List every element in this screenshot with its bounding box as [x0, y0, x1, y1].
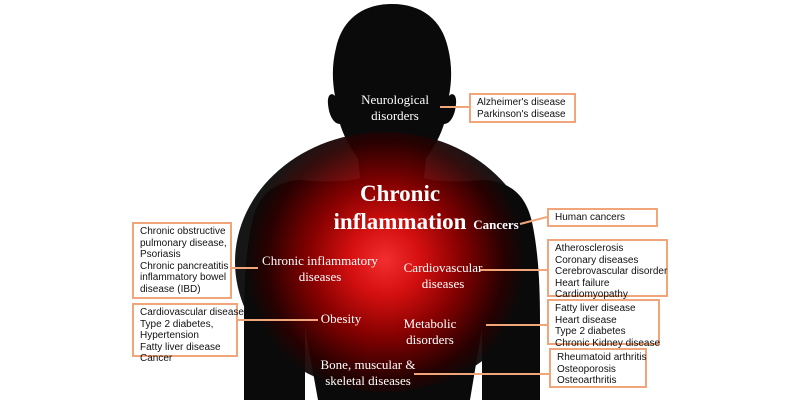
box-item: Chronic pancreatitis [140, 260, 229, 272]
box-item: Osteoporosis [557, 363, 616, 375]
label-metabolic-line2: disorders [406, 332, 454, 347]
label-chronic-inflammatory-line2: diseases [298, 269, 342, 284]
box-item: Heart disease [555, 314, 617, 326]
label-cancers-line1: Cancers [473, 217, 519, 232]
box-item: Hypertension [140, 330, 199, 341]
box-item: Atherosclerosis [555, 243, 624, 254]
box-item: Heart failure [555, 277, 610, 289]
label-bone-line1: Bone, muscular & [320, 357, 416, 372]
label-chronic-inflammatory: Chronic inflammatory diseases [258, 253, 382, 285]
box-metabolic: Fatty liver disease Heart disease Type 2… [547, 299, 660, 349]
connector-lines [232, 106, 549, 375]
box-item: Coronary diseases [555, 254, 639, 266]
box-item: Psoriasis [140, 249, 181, 260]
label-neurological: Neurological disorders [345, 92, 445, 124]
label-obesity: Obesity [316, 311, 366, 327]
box-item: Type 2 diabetes, [140, 318, 214, 330]
box-item: Chronic obstructive [140, 226, 226, 237]
label-metabolic: Metabolic disorders [396, 316, 464, 348]
box-item: Fatty liver disease [140, 341, 221, 353]
box-item: Alzheimer's disease [477, 97, 566, 108]
center-title: Chronic inflammation [300, 180, 500, 236]
box-chronic-inflammatory: Chronic obstructive pulmonary disease, P… [132, 222, 232, 299]
center-title-line2: inflammation [333, 209, 467, 234]
box-item: Human cancers [555, 212, 626, 223]
connector-cancers [519, 216, 548, 225]
box-item: pulmonary disease, [140, 237, 227, 249]
box-bone: Rheumatoid arthritis Osteoporosis Osteoa… [549, 348, 647, 388]
box-item: Cardiomyopathy [555, 289, 628, 300]
box-item: Fatty liver disease [555, 303, 636, 314]
box-cancers: Human cancers [547, 208, 658, 227]
box-cardiovascular: Atherosclerosis Coronary diseases Cerebr… [547, 239, 668, 300]
box-obesity: Cardiovascular disease Type 2 diabetes, … [132, 303, 244, 364]
box-item: disease (IBD) [140, 283, 201, 295]
label-metabolic-line1: Metabolic [403, 316, 457, 331]
box-neurological: Alzheimer's disease Parkinson's disease [469, 93, 576, 123]
label-obesity-line1: Obesity [320, 311, 362, 326]
box-item: inflammatory bowel [140, 272, 227, 283]
box-item: Type 2 diabetes [555, 326, 626, 337]
label-bone: Bone, muscular & skeletal diseases [318, 357, 418, 389]
center-title-line1: Chronic [359, 181, 441, 206]
box-item: Cardiovascular disease [140, 307, 244, 318]
label-neurological-line2: disorders [371, 108, 419, 123]
label-cardiovascular-line1: Cardiovascular [403, 260, 483, 275]
box-item: Parkinson's disease [477, 108, 566, 120]
inflammation-glow [235, 132, 535, 392]
label-chronic-inflammatory-line1: Chronic inflammatory [262, 253, 378, 268]
label-cardiovascular-line2: diseases [421, 276, 465, 291]
box-item: Cancer [140, 353, 173, 364]
box-item: Chronic Kidney disease [555, 337, 661, 349]
box-item: Cerebrovascular disorder [555, 266, 668, 277]
box-item: Osteoarthritis [557, 375, 617, 386]
label-neurological-line1: Neurological [361, 92, 429, 107]
box-item: Rheumatoid arthritis [557, 352, 647, 363]
label-cardiovascular: Cardiovascular diseases [398, 260, 488, 292]
label-bone-line2: skeletal diseases [325, 373, 411, 388]
label-cancers: Cancers [466, 217, 526, 233]
